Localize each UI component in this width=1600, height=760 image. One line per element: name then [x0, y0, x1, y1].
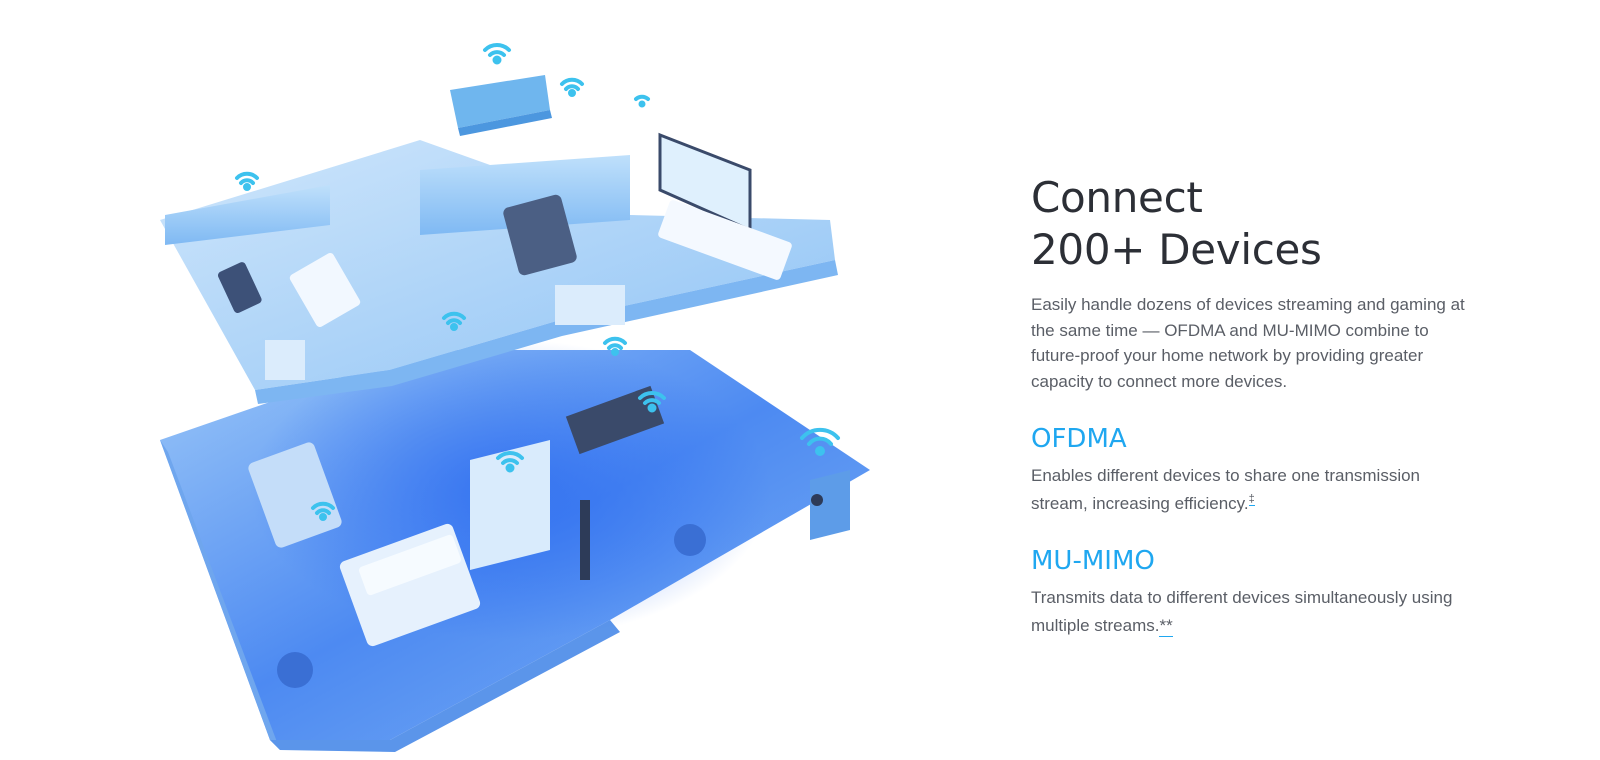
feature-desc-mu-mimo-text: Transmits data to different devices simu…	[1031, 588, 1453, 635]
smart-home-illustration	[90, 20, 990, 760]
footnote-link-mu-mimo[interactable]: **	[1159, 616, 1173, 637]
feature-desc-ofdma-text: Enables different devices to share one t…	[1031, 466, 1421, 513]
speaker	[810, 470, 850, 540]
house-cutaway-graphic	[160, 43, 870, 752]
air-conditioner	[450, 75, 552, 136]
lower-floor	[160, 340, 870, 752]
feature-copy: Connect 200+ Devices Easily handle dozen…	[1031, 172, 1471, 640]
footnote-link-ofdma[interactable]: ‡	[1248, 493, 1255, 507]
headline-line-2: 200+ Devices	[1031, 225, 1322, 274]
headline: Connect 200+ Devices	[1031, 172, 1471, 276]
feature-desc-ofdma: Enables different devices to share one t…	[1031, 462, 1471, 518]
feature-title-mu-mimo: MU-MIMO	[1031, 546, 1155, 576]
feature-desc-mu-mimo: Transmits data to different devices simu…	[1031, 584, 1471, 640]
feature-title-ofdma: OFDMA	[1031, 424, 1127, 454]
wifi-signal-icons	[235, 43, 840, 521]
headline-line-1: Connect	[1031, 173, 1203, 222]
intro-paragraph: Easily handle dozens of devices streamin…	[1031, 295, 1465, 391]
upper-floor	[160, 132, 838, 404]
